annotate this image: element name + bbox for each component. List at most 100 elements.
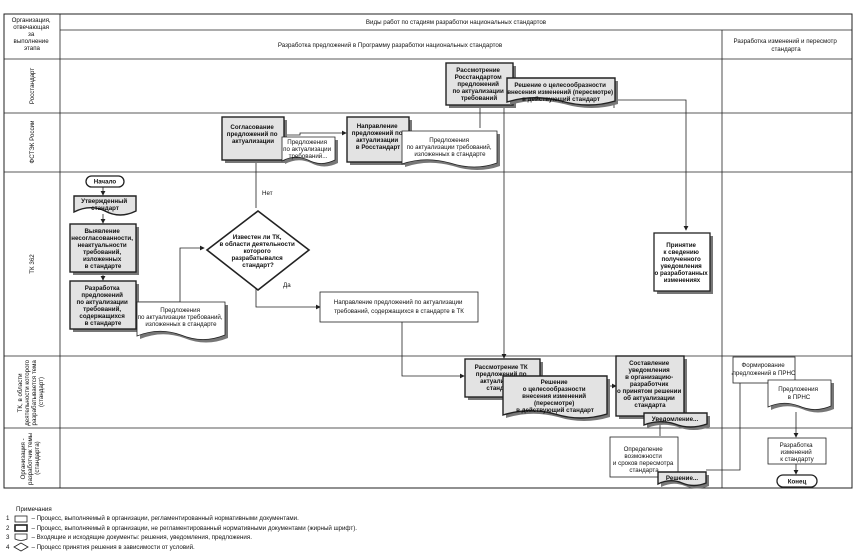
svg-text:Направление предложений: Направление предложений по актуализации … bbox=[352, 123, 405, 151]
decision-line: которого bbox=[244, 248, 271, 255]
agree-doc-line: по актуализации bbox=[283, 146, 331, 153]
agree-doc-line: требований... bbox=[289, 153, 328, 160]
lane-org-developer: Организация - разработчик темы (стандарт… bbox=[20, 431, 41, 485]
note-item: 2 – Процесс, выполняемый в организации, н… bbox=[6, 524, 357, 533]
ross-decision-line: в действующий стандарт bbox=[522, 96, 600, 103]
decision-doc-label: Решение... bbox=[666, 475, 698, 482]
review-ross-line: по актуализации bbox=[452, 88, 504, 95]
identify-line: несогласованности, bbox=[71, 235, 133, 242]
direct-tk-line: требований, содержащихся в стандарте в Т… bbox=[334, 308, 464, 315]
identify-line: изложенных bbox=[83, 256, 122, 263]
start-terminal: Начало bbox=[85, 175, 125, 188]
develop-line: содержащихся bbox=[79, 313, 125, 320]
notes-title: Примечания bbox=[16, 506, 52, 513]
svg-text:Выявление несогласованно: Выявление несогласованности, неактуально… bbox=[71, 228, 134, 270]
determine-line: и сроков пересмотра bbox=[613, 460, 674, 467]
svg-text:Утвержденный стандарт: Утвержденный стандарт bbox=[81, 198, 129, 212]
direct-ross-line: в Росстандарт bbox=[356, 144, 400, 151]
notify-line: в организацию- bbox=[625, 374, 673, 381]
note-text: – Процесс, выполняемый в организации, не… bbox=[31, 524, 357, 532]
changes-line: Разработка bbox=[780, 442, 814, 449]
develop-changes-process: Разработка изменений к стандарту bbox=[767, 437, 827, 465]
accept-line: уведомления bbox=[661, 263, 703, 270]
lane-rosstandart: Росстандарт bbox=[29, 68, 36, 104]
tk-decision-line: о целесообразности bbox=[523, 386, 586, 393]
prns-proposals-doc: Предложения в ПРНС bbox=[767, 379, 834, 413]
svg-text:Решение о целесообразности: Решение о целесообразности внесения изме… bbox=[507, 82, 615, 103]
svg-text:Разработка предложений: Разработка предложений по актуализации т… bbox=[76, 285, 129, 327]
accept-line: к сведению bbox=[663, 249, 699, 256]
lane-tk-area: ТК, в области деятельности которого разр… bbox=[17, 358, 45, 426]
decision-diamond: Известен ли ТК, в области деятельности к… bbox=[205, 209, 311, 292]
ross-decision-line: Решение о целесообразности bbox=[514, 82, 606, 89]
lane-org-line: (стандарта) bbox=[34, 441, 41, 474]
lane-tk-area-line: ТК, в области bbox=[17, 373, 24, 413]
decision-doc: Решение... bbox=[657, 471, 709, 489]
review-tk-line: предложений по bbox=[476, 371, 527, 378]
notification-doc: Уведомление... bbox=[643, 412, 710, 430]
proposals-line: изложенных в стандарте bbox=[145, 321, 217, 328]
review-tk-line: актуализации bbox=[480, 378, 522, 385]
determine-line: Определение bbox=[624, 446, 664, 453]
direct-ross-line: актуализации bbox=[356, 137, 398, 144]
form-prns-process: Формирование предложений в ПРНС bbox=[733, 356, 796, 384]
fsteck-doc-line: по актуализации требований, bbox=[407, 144, 492, 151]
note-text: – Процесс, выполняемый в организации, ре… bbox=[31, 515, 299, 523]
develop-proposals-process: Разработка предложений по актуализации т… bbox=[69, 280, 139, 332]
decision-line: стандарт? bbox=[242, 262, 274, 269]
svg-text:Предложения по актуализа: Предложения по актуализации требований, … bbox=[138, 307, 225, 328]
notes-section: Примечания 1– Процесс, выполняемый в орг… bbox=[6, 505, 357, 552]
accept-line: о разработанных bbox=[655, 270, 709, 277]
direct-ross-line: Направление bbox=[357, 123, 398, 130]
legend-process-shape bbox=[14, 515, 28, 523]
prns-doc-line: Предложения bbox=[778, 386, 818, 393]
determine-line: стандарта bbox=[629, 467, 659, 474]
rosstandart-decision-doc: Решение о целесообразности внесения изме… bbox=[506, 77, 618, 108]
svg-text:Решение о целесообразнос: Решение о целесообразности внесения изме… bbox=[516, 379, 594, 414]
org-header-line: за bbox=[28, 31, 35, 38]
svg-text:Известен ли ТК, в област: Известен ли ТК, в области деятельности к… bbox=[220, 234, 297, 269]
changes-line: к стандарту bbox=[780, 456, 814, 463]
agree-line: Согласование bbox=[230, 124, 274, 131]
tk-decision-doc: Решение о целесообразности внесения изме… bbox=[502, 375, 610, 421]
note-item: 1– Процесс, выполняемый в организации, р… bbox=[6, 514, 357, 523]
lane-org-line: разработчик темы bbox=[27, 432, 34, 485]
svg-text:Формирование предложений: Формирование предложений в ПРНС bbox=[733, 362, 796, 377]
lane-org-line: Организация - bbox=[20, 438, 27, 479]
determine-line: возможности bbox=[624, 453, 662, 460]
org-header-line: отвечающая bbox=[13, 24, 49, 31]
svg-text:Предложения в ПРНС: Предложения в ПРНС bbox=[778, 386, 819, 401]
legend-document-shape bbox=[14, 533, 28, 541]
tk-decision-line: внесения изменений bbox=[522, 393, 586, 400]
develop-line: Разработка bbox=[85, 285, 120, 292]
stage2-header: Разработка изменений и пересмотр стандар… bbox=[733, 38, 838, 53]
svg-text:Направление предложений по акт: Направление предложений по актуализации … bbox=[334, 299, 464, 315]
note-number: 2 bbox=[6, 524, 10, 532]
legend-decision-shape bbox=[13, 542, 29, 552]
svg-text:Согласование предложений: Согласование предложений по актуализации bbox=[227, 124, 280, 145]
fsteck-proposals-doc: Предложения по актуализации требований, … bbox=[401, 130, 500, 170]
develop-line: по актуализации bbox=[76, 299, 128, 306]
svg-text:Составление уведомления: Составление уведомления в организацию- р… bbox=[617, 360, 683, 409]
tk-decision-line: Решение bbox=[541, 379, 569, 386]
org-column-header: Организация, отвечающая за выполнение эт… bbox=[12, 17, 53, 52]
agree-doc: Предложения по актуализации требований..… bbox=[281, 136, 338, 167]
proposals-doc-tk362: Предложения по актуализации требований, … bbox=[136, 301, 228, 343]
svg-text:Предложения по актуализа: Предложения по актуализации требований, … bbox=[407, 137, 494, 158]
identify-process: Выявление несогласованности, неактуально… bbox=[69, 223, 139, 275]
prns-doc-line: в ПРНС bbox=[788, 394, 811, 401]
svg-text:Принятие к сведению: Принятие к сведению полученного уведомле… bbox=[655, 242, 710, 284]
notify-line: Составление bbox=[629, 360, 670, 367]
start-label: Начало bbox=[94, 179, 117, 186]
svg-text:Рассмотрение ТК предложе: Рассмотрение ТК предложений по актуализа… bbox=[475, 364, 530, 392]
identify-line: Выявление bbox=[84, 228, 120, 235]
notify-line: об актуализации bbox=[623, 395, 675, 402]
form-prns-line: предложений в ПРНС bbox=[733, 370, 796, 377]
org-header-line: выполнение bbox=[14, 38, 50, 45]
svg-text:Предложения по актуализа: Предложения по актуализации требований..… bbox=[283, 139, 333, 160]
develop-line: требований, bbox=[83, 306, 121, 313]
review-tk-line: стандарта bbox=[486, 385, 518, 392]
lane-tk362: ТК 362 bbox=[29, 254, 36, 274]
org-header-line: Организация, bbox=[12, 17, 51, 24]
